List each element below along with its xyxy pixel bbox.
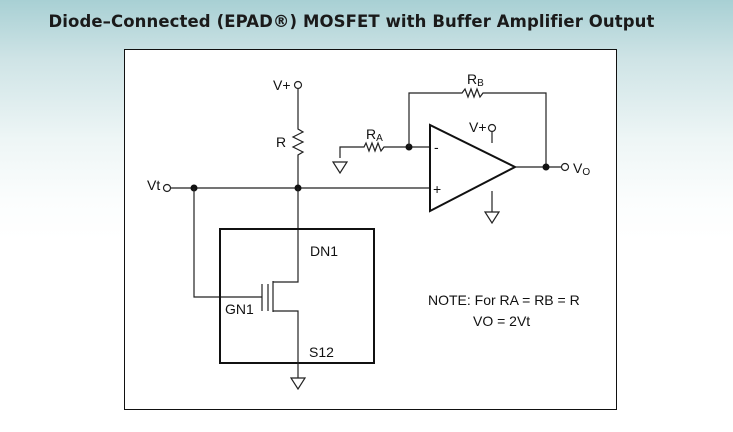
mosfet-symbol xyxy=(261,281,299,363)
page-title: Diode–Connected (EPAD®) MOSFET with Buff… xyxy=(48,12,655,31)
resistor-r xyxy=(291,127,305,188)
drain-wire xyxy=(273,188,299,283)
resistor-r-label: R xyxy=(276,134,286,150)
vplus-opamp-label: V+ xyxy=(469,119,487,135)
note-line-1: NOTE: For RA = RB = R xyxy=(428,292,580,308)
rb-label: RB xyxy=(467,71,484,89)
vo-output-terminal xyxy=(560,162,570,172)
ground-icon xyxy=(331,161,349,175)
junction-dot xyxy=(542,163,550,171)
source-label-s12: S12 xyxy=(309,344,334,360)
resistor-rb xyxy=(408,87,547,167)
opamp-minus-label: - xyxy=(434,139,439,155)
supply-terminal-top xyxy=(293,80,303,127)
vplus-top-label: V+ xyxy=(273,77,291,93)
note-line-2: VO = 2Vt xyxy=(473,313,530,329)
ground-icon xyxy=(483,191,501,225)
ra-label: RA xyxy=(366,126,383,144)
opamp-supply-terminal xyxy=(487,123,497,143)
vo-label: VO xyxy=(573,160,590,178)
gate-wire xyxy=(193,188,262,298)
drain-label-dn1: DN1 xyxy=(310,243,338,259)
gate-label-gn1: GN1 xyxy=(225,301,254,317)
ground-icon xyxy=(289,363,307,391)
opamp-symbol xyxy=(429,123,518,213)
opamp-plus-label: + xyxy=(433,181,441,197)
resistor-ra xyxy=(339,141,430,158)
epad-mosfet-box xyxy=(219,228,375,364)
vt-label: Vt xyxy=(147,177,160,193)
